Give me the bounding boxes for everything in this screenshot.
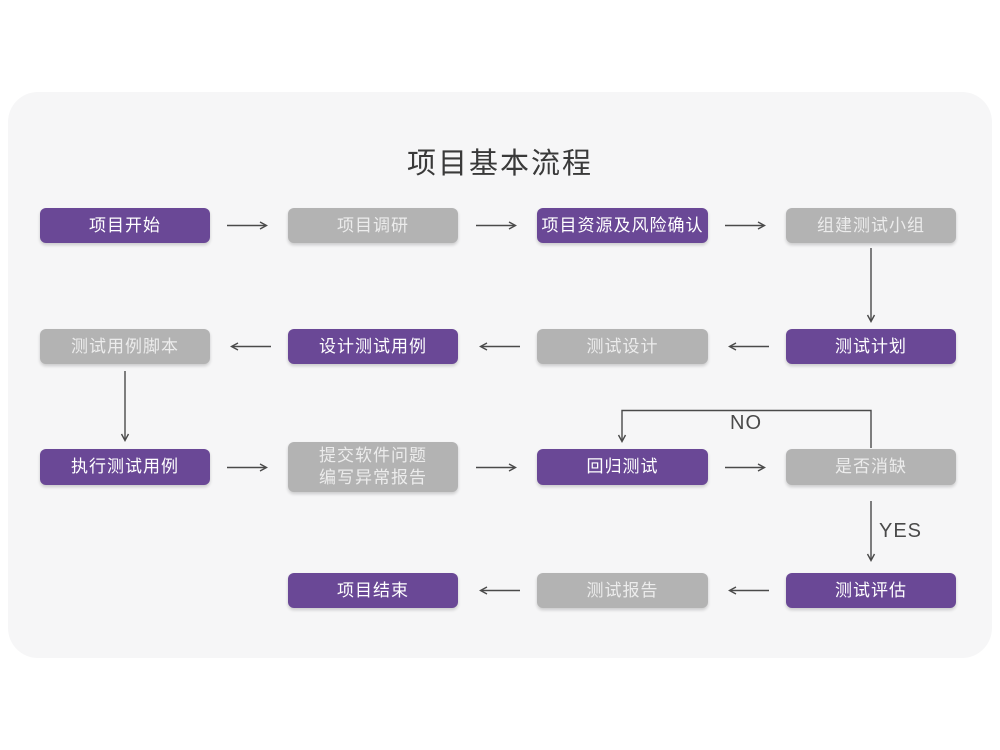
page-title: 项目基本流程 <box>406 148 593 180</box>
flow-node-project-research: 项目调研 <box>288 208 458 243</box>
edge-label-yes: YES <box>879 520 923 542</box>
flow-node-test-plan: 测试计划 <box>786 329 956 364</box>
flowchart-card <box>8 92 992 658</box>
flow-node-resources-risk: 项目资源及风险确认 <box>537 208 708 243</box>
flow-node-test-case-script: 测试用例脚本 <box>40 329 210 364</box>
flow-node-defect-cleared: 是否消缺 <box>786 449 956 485</box>
flow-node-design-test-cases: 设计测试用例 <box>288 329 458 364</box>
flow-node-regression-test: 回归测试 <box>537 449 708 485</box>
flow-node-test-report: 测试报告 <box>537 573 708 608</box>
flow-node-run-test-cases: 执行测试用例 <box>40 449 210 485</box>
edge-label-no: NO <box>730 412 762 434</box>
flow-node-project-start: 项目开始 <box>40 208 210 243</box>
flow-node-submit-issue-report: 提交软件问题 编写异常报告 <box>288 442 458 492</box>
flow-node-test-design: 测试设计 <box>537 329 708 364</box>
flow-node-test-evaluation: 测试评估 <box>786 573 956 608</box>
flow-node-build-test-team: 组建测试小组 <box>786 208 956 243</box>
flow-node-project-end: 项目结束 <box>288 573 458 608</box>
